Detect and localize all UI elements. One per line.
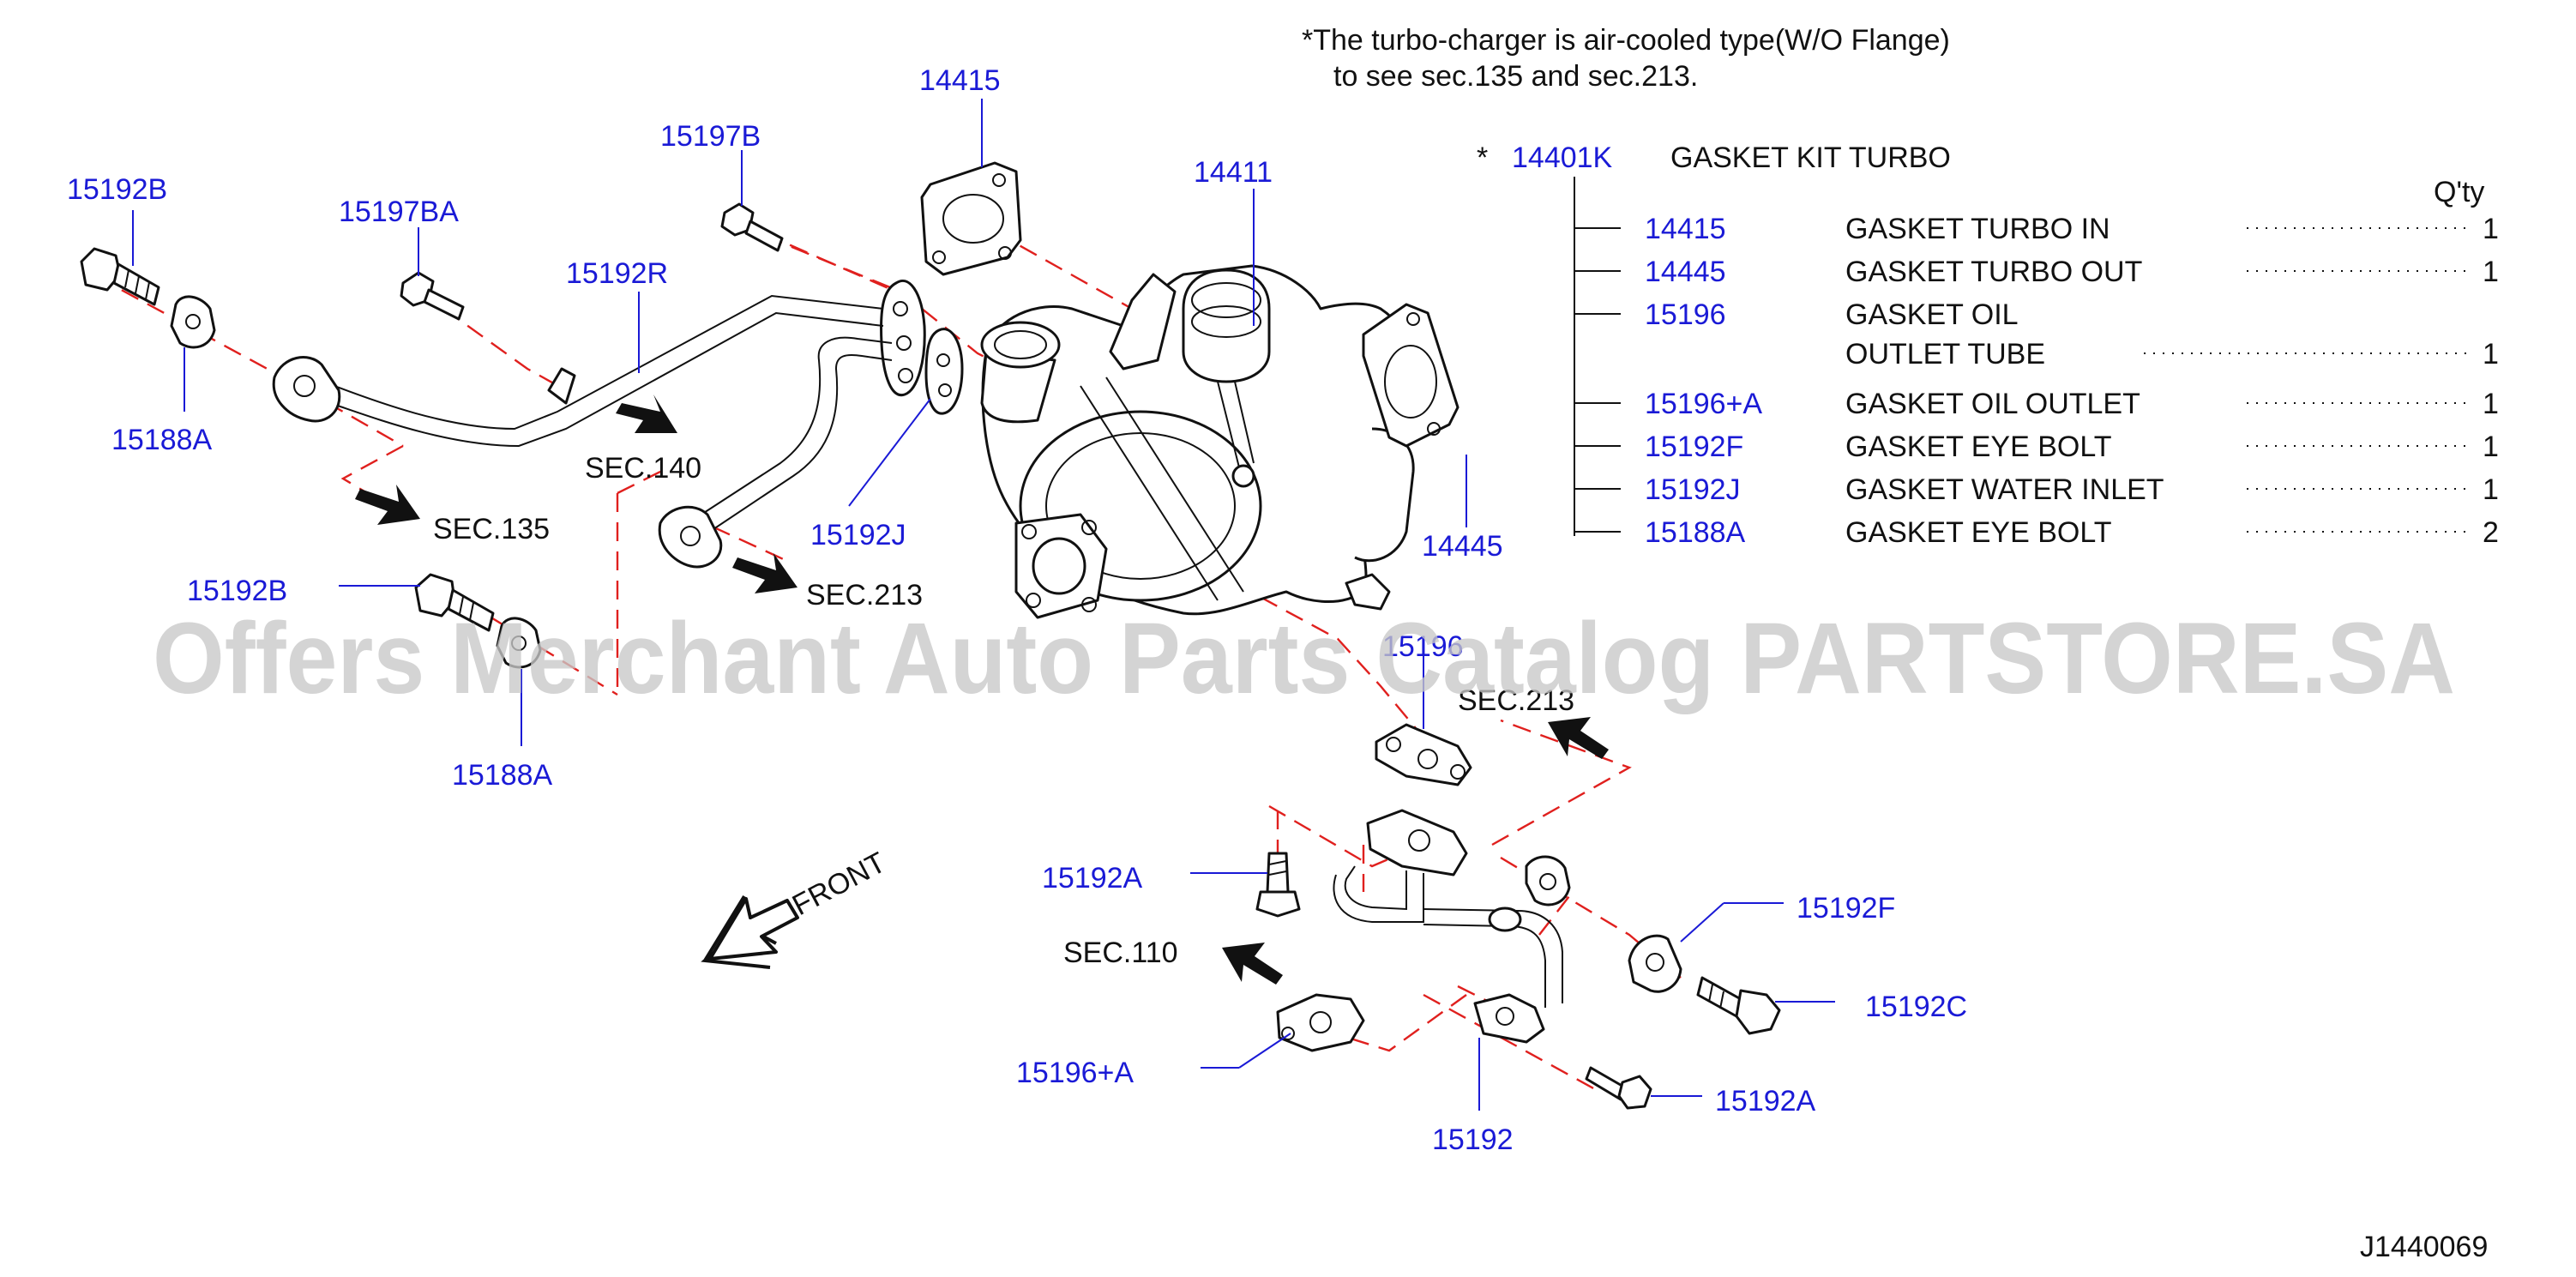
kit-row-number: 15196+A: [1645, 388, 1762, 420]
kit-row-number: 15196: [1645, 298, 1726, 331]
section-arrows: [355, 395, 1609, 985]
qty-header: Q'ty: [2434, 176, 2484, 208]
kit-row-number: 14415: [1645, 213, 1726, 245]
kit-row: 15192J GASKET WATER INLET 1: [1574, 473, 2499, 506]
callout-14411: 14411: [1194, 156, 1273, 189]
kit-row-name: GASKET EYE BOLT: [1845, 516, 2112, 549]
arrow-sec213-right: [1548, 717, 1609, 759]
section-label-140: SEC.140: [585, 452, 701, 485]
kit-row: 15192F GASKET EYE BOLT 1: [1574, 431, 2499, 463]
kit-row: 14445 GASKET TURBO OUT 1: [1574, 256, 2499, 288]
kit-row-qty: 1: [2483, 431, 2499, 463]
kit-row-qty: 1: [2483, 473, 2499, 506]
kit-row-qty: 2: [2483, 516, 2499, 549]
bolt-15192A-left: [1255, 852, 1301, 918]
kit-row: 15188A GASKET EYE BOLT 2: [1574, 516, 2499, 549]
kit-row-name: GASKET OIL OUTLET: [1845, 388, 2140, 420]
arrow-sec110: [1222, 943, 1283, 985]
kit-number: 14401K: [1512, 142, 1613, 174]
kit-row: 15196 GASKET OIL OUTLET TUBE 1: [1574, 298, 2499, 370]
kit-row-name: GASKET OIL: [1845, 298, 2019, 331]
note-line-2: to see sec.135 and sec.213.: [1333, 60, 1698, 93]
kit-row-qty: 1: [2483, 388, 2499, 420]
kit-row-name: GASKET WATER INLET: [1845, 473, 2164, 506]
kit-row-number: 15192J: [1645, 473, 1741, 506]
kit-row-name: GASKET EYE BOLT: [1845, 431, 2112, 463]
kit-row-number: 15192F: [1645, 431, 1743, 463]
callout-15192B-mid: 15192B: [187, 575, 287, 607]
kit-row-number: 14445: [1645, 256, 1726, 288]
kit-row: 14415 GASKET TURBO IN 1: [1574, 213, 2499, 245]
oil-outlet-tube-15192: [1333, 809, 1571, 1044]
callout-15197BA: 15197BA: [339, 196, 459, 228]
gasket-eye-bolt-15192F: [1628, 934, 1682, 993]
callout-15192A-bottom: 15192A: [1715, 1085, 1816, 1117]
kit-rows: 14415 GASKET TURBO IN 1 14445 GASKET TURBO O…: [1574, 213, 2499, 549]
callout-15192J: 15192J: [810, 519, 906, 551]
kit-row: 15196+A GASKET OIL OUTLET 1: [1574, 388, 2499, 420]
arrow-sec213-mid: [732, 553, 797, 593]
callout-15192F: 15192F: [1797, 892, 1895, 925]
callout-15197B: 15197B: [660, 120, 761, 153]
gasket-water-inlet-15192J: [880, 280, 964, 415]
front-label: FRONT: [787, 846, 891, 923]
kit-name: GASKET KIT TURBO: [1670, 142, 1951, 174]
gasket-turbo-in-14415: [920, 161, 1022, 276]
callout-labels: 14415 14411 14445 15197B 15197BA 15192R …: [67, 64, 1967, 1156]
note-line-1: *The turbo-charger is air-cooled type(W/…: [1302, 24, 1950, 57]
gasket-oil-outlet-15196A: [1276, 993, 1365, 1052]
note: *The turbo-charger is air-cooled type(W/…: [1302, 24, 1950, 93]
kit-row-qty: 1: [2483, 338, 2499, 370]
kit-row-name-line2: OUTLET TUBE: [1845, 338, 2045, 370]
kit-row-number: 15188A: [1645, 516, 1746, 549]
callout-15192R: 15192R: [566, 257, 668, 290]
kit-row-name: GASKET TURBO OUT: [1845, 256, 2142, 288]
kit-row-qty: 1: [2483, 256, 2499, 288]
leader-lines: [132, 99, 1835, 1111]
section-label-213-mid: SEC.213: [806, 579, 923, 611]
callout-15192: 15192: [1432, 1123, 1514, 1156]
kit-star: *: [1477, 142, 1488, 174]
callout-15196A: 15196+A: [1016, 1057, 1134, 1089]
section-label-110: SEC.110: [1063, 937, 1178, 969]
section-label-213-right: SEC.213: [1458, 684, 1574, 717]
arrow-sec140: [616, 395, 677, 433]
water-pipe-15192R: [272, 294, 893, 569]
arrow-sec135: [355, 485, 420, 525]
callout-14445: 14445: [1422, 530, 1503, 563]
callout-14415: 14415: [919, 64, 1001, 97]
callout-15188A-top: 15188A: [111, 424, 213, 456]
front-arrow: [701, 895, 799, 969]
eye-bolt-15192B-top: [80, 247, 216, 349]
turbocharger-14411: [980, 264, 1419, 619]
callout-15188A-mid: 15188A: [452, 759, 553, 792]
callout-15196: 15196: [1382, 630, 1464, 663]
callout-15192B-top: 15192B: [67, 173, 167, 206]
kit-row-name: GASKET TURBO IN: [1845, 213, 2110, 245]
bolt-15192A-bottom: [1585, 1066, 1652, 1110]
bolt-15197B: [720, 202, 784, 252]
eye-bolt-15192C: [1696, 976, 1781, 1035]
callout-15192A-left: 15192A: [1042, 862, 1143, 895]
bolt-15197BA: [400, 271, 465, 321]
gasket-oil-outlet-tube-15196: [1375, 723, 1472, 786]
eye-bolt-15192B-mid: [414, 573, 542, 669]
kit-row-qty: 1: [2483, 213, 2499, 245]
diagram-id: J1440069: [2360, 1231, 2488, 1263]
callout-15192C: 15192C: [1865, 991, 1967, 1023]
watermark: Offers Merchant Auto Parts Catalog PARTS…: [153, 602, 2455, 715]
gasket-turbo-out-14445: [1362, 303, 1460, 448]
section-label-135: SEC.135: [433, 513, 550, 545]
